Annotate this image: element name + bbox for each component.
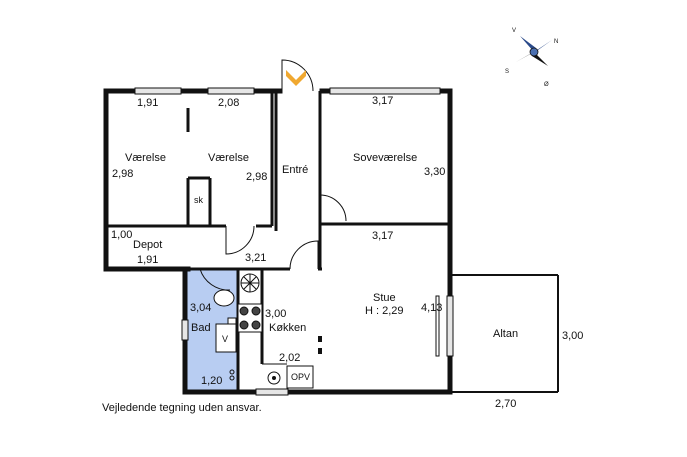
sovevaerelse-name: Soveværelse [353, 152, 417, 164]
extractor-fan-icon [240, 273, 260, 293]
windows [134, 87, 454, 396]
koekken-depth: 3,00 [265, 308, 286, 320]
depot-width: 1,91 [137, 254, 158, 266]
compass-o: Ø [544, 82, 549, 88]
altan-depth: 3,00 [562, 330, 583, 342]
vaerelse2-depth: 2,98 [246, 171, 267, 183]
vaerelse2-name: Værelse [208, 152, 249, 164]
skab-label: sk [194, 195, 204, 205]
altan-width: 2,70 [495, 398, 516, 410]
stue-width: 3,17 [372, 230, 393, 242]
doors [199, 59, 347, 291]
koekken-opv: OPV [291, 372, 310, 382]
vaerelse1-width: 1,91 [137, 97, 158, 109]
sovevaerelse-width: 3,17 [372, 95, 393, 107]
stue-height: H : 2,29 [365, 305, 404, 317]
compass-v: V [512, 28, 516, 34]
bad-washer: V [222, 334, 228, 344]
bad-name: Bad [191, 322, 211, 334]
entre-width: 3,21 [245, 252, 266, 264]
balcony-outline [450, 274, 559, 393]
bad-depth: 3,04 [190, 302, 211, 314]
entre-name: Entré [282, 164, 308, 176]
stue-name: Stue [373, 292, 396, 304]
disclaimer-text: Vejledende tegning uden ansvar. [102, 402, 262, 414]
bad-width: 1,20 [201, 375, 222, 387]
stue-marks [318, 295, 440, 357]
vaerelse1-depth: 2,98 [112, 168, 133, 180]
vaerelse1-name: Værelse [125, 152, 166, 164]
faucet-icon [229, 369, 235, 381]
altan-name: Altan [493, 328, 518, 340]
entrance-arrow-icon [286, 70, 306, 86]
compass-n: N [554, 39, 558, 45]
depot-depth: 1,00 [111, 229, 132, 241]
compass-s: S [505, 69, 509, 75]
bath-features [213, 289, 237, 353]
stue-depth: 4,13 [421, 302, 442, 314]
vaerelse2-width: 2,08 [218, 97, 239, 109]
koekken-name: Køkken [269, 322, 306, 334]
compass-rose-icon [516, 36, 552, 66]
koekken-width: 2,02 [279, 352, 300, 364]
depot-name: Depot [133, 239, 162, 251]
sovevaerelse-depth: 3,30 [424, 166, 445, 178]
stove-hob-icon [239, 306, 261, 330]
sink-icon [267, 371, 281, 385]
